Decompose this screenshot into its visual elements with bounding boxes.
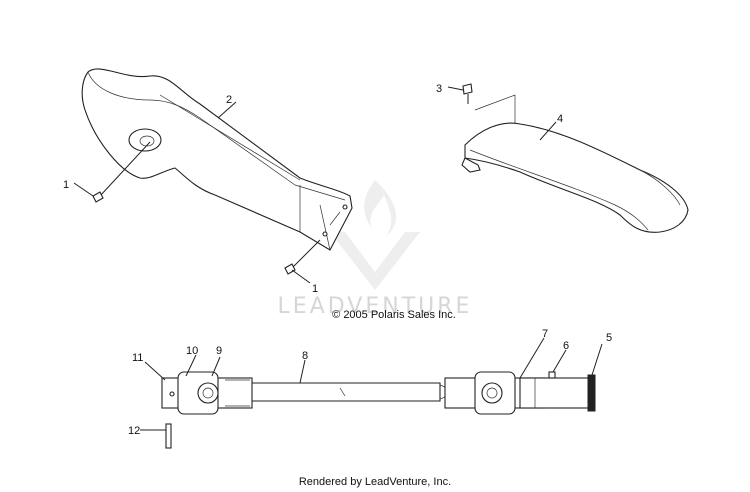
callout-2: 2 — [226, 94, 232, 106]
callout-6: 6 — [563, 340, 569, 352]
callout-10: 10 — [186, 345, 198, 357]
callout-9: 9 — [216, 345, 222, 357]
copyright-text: © 2005 Polaris Sales Inc. — [332, 309, 456, 321]
callout-3: 3 — [436, 83, 442, 95]
part-7-yoke[interactable] — [519, 377, 591, 409]
part-6-fitting[interactable] — [548, 371, 556, 379]
callout-7: 7 — [542, 328, 548, 340]
part-3-bolt[interactable] — [462, 83, 473, 104]
part-8-driveshaft[interactable] — [242, 382, 448, 402]
callout-labels: 1 2 1 3 4 5 6 7 8 9 10 11 12 — [63, 83, 612, 437]
left-u-joint[interactable] — [161, 371, 253, 415]
callout-11: 11 — [132, 352, 143, 364]
watermark-text: LEADVENTURE — [278, 294, 473, 319]
part-2-cover[interactable] — [81, 68, 353, 251]
callout-8: 8 — [302, 350, 308, 362]
leader-lines — [73, 86, 603, 431]
footer-text: Rendered by LeadVenture, Inc. — [299, 476, 451, 488]
callout-12: 12 — [128, 425, 140, 437]
leadventure-logo-icon — [330, 180, 420, 290]
part-1-bolt-lower[interactable] — [284, 239, 321, 275]
part-4-shield[interactable] — [461, 94, 689, 233]
callout-4: 4 — [557, 113, 563, 125]
part-5-seal[interactable] — [587, 374, 596, 412]
callout-5: 5 — [606, 332, 612, 344]
part-12-pin[interactable] — [165, 423, 172, 449]
leadventure-watermark: LEADVENTURE — [278, 180, 473, 319]
part-1-bolt-upper[interactable] — [92, 141, 151, 203]
callout-1-lower: 1 — [312, 283, 318, 295]
callout-1-upper: 1 — [63, 179, 69, 191]
